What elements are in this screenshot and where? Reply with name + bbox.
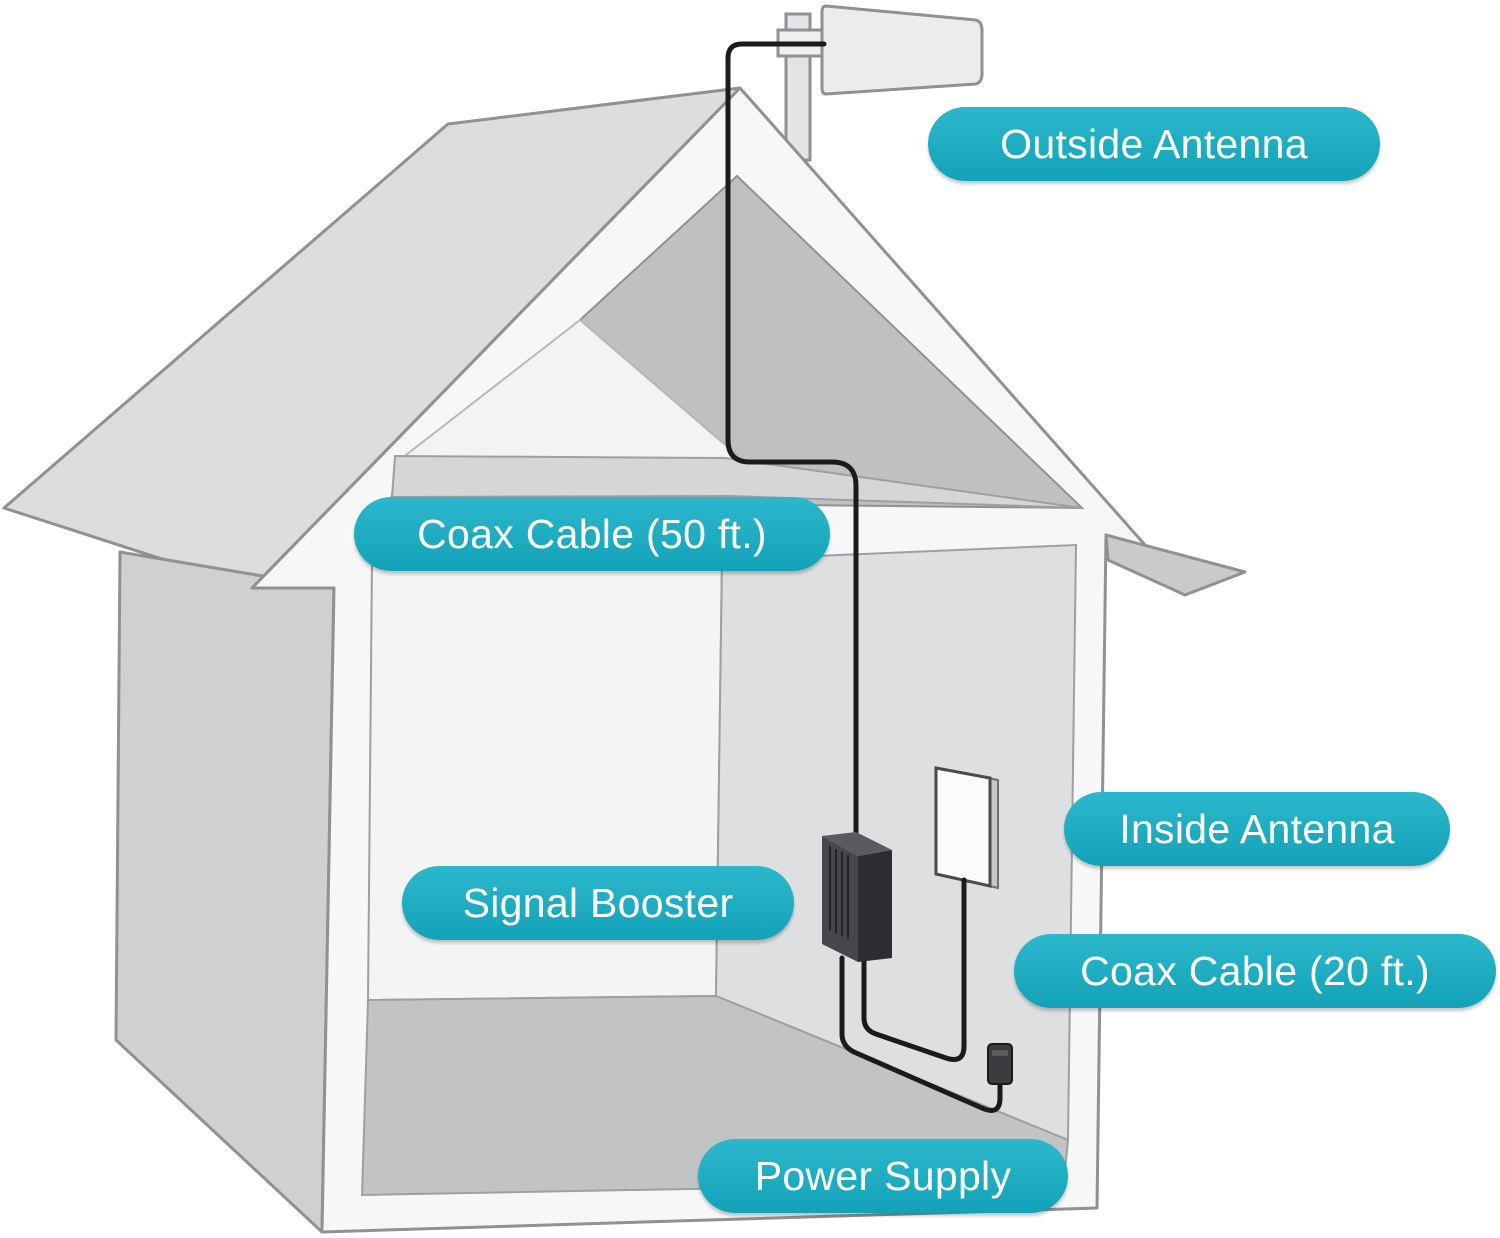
outside-antenna-icon bbox=[820, 4, 984, 96]
label-power-supply: Power Supply bbox=[698, 1139, 1068, 1213]
inside-antenna-icon bbox=[934, 766, 999, 890]
power-cable-line bbox=[839, 955, 1003, 1113]
left-exterior-wall bbox=[114, 550, 336, 1234]
signal-booster-icon bbox=[822, 832, 892, 962]
coax-cable-20ft-line bbox=[861, 877, 967, 1062]
label-inside-antenna: Inside Antenna bbox=[1064, 792, 1450, 866]
label-coax-cable-50ft: Coax Cable (50 ft.) bbox=[354, 497, 830, 571]
coax-cable-50ft-line bbox=[725, 41, 859, 837]
label-outside-antenna: Outside Antenna bbox=[928, 107, 1380, 181]
attic-floor bbox=[390, 454, 1083, 509]
antenna-mast bbox=[776, 12, 828, 162]
power-supply-icon bbox=[987, 1043, 1013, 1085]
label-coax-cable-20ft: Coax Cable (20 ft.) bbox=[1014, 934, 1496, 1008]
label-signal-booster: Signal Booster bbox=[402, 866, 794, 940]
roof-right-fascia bbox=[1104, 533, 1247, 597]
